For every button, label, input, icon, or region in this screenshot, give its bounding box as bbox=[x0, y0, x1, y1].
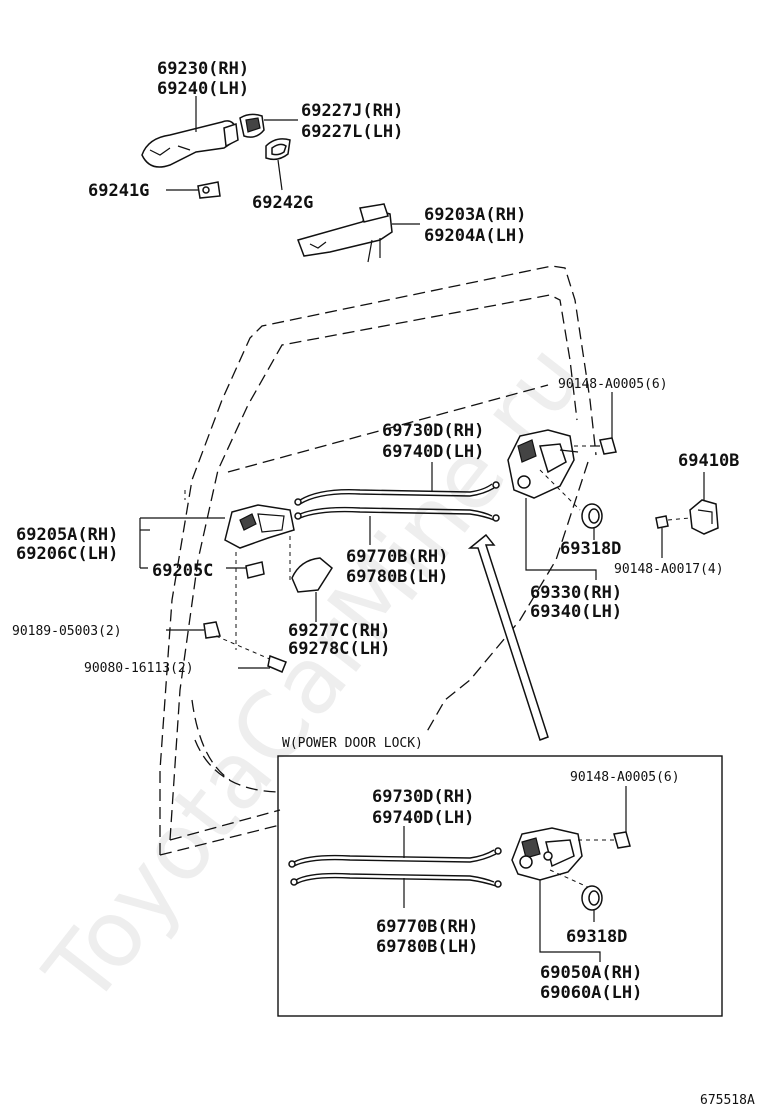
label-69205a-rh: 69205A(RH) bbox=[16, 525, 118, 545]
label-69227l-lh: 69227L(LH) bbox=[301, 122, 403, 142]
label-69410b: 69410B bbox=[678, 451, 739, 471]
outer-door-handle bbox=[141, 120, 239, 168]
label-69730d-rh: 69730D(RH) bbox=[382, 421, 484, 441]
inset-label-69770b-rh: 69770B(RH) bbox=[376, 917, 478, 937]
inset-label-69740d-lh: 69740D(LH) bbox=[372, 808, 474, 828]
bezel-69205c bbox=[245, 561, 265, 579]
label-69203a-rh: 69203A(RH) bbox=[424, 205, 526, 225]
cap-69318d bbox=[581, 503, 603, 529]
inset-label-69780b-lh: 69780B(LH) bbox=[376, 937, 478, 957]
label-90189-05003: 90189-05003(2) bbox=[12, 624, 122, 639]
label-69240-lh: 69240(LH) bbox=[157, 79, 249, 99]
direction-arrow bbox=[467, 533, 549, 741]
cable-outer bbox=[294, 506, 500, 522]
inset-label-69050a-rh: 69050A(RH) bbox=[540, 963, 642, 983]
label-69227j-rh: 69227J(RH) bbox=[301, 101, 403, 121]
label-screw-top: 90148-A0005(6) bbox=[558, 377, 668, 392]
handle-cover bbox=[239, 113, 265, 138]
inset-box bbox=[277, 755, 723, 1017]
label-69330-rh: 69330(RH) bbox=[530, 583, 622, 603]
bolt-90080 bbox=[215, 635, 287, 673]
inset-screw bbox=[613, 831, 631, 849]
screw-90148-a0017 bbox=[655, 515, 691, 529]
label-69205c: 69205C bbox=[152, 561, 213, 581]
inset-label-69318d: 69318D bbox=[566, 927, 627, 947]
label-69780b-lh: 69780B(LH) bbox=[346, 567, 448, 587]
screw-90148-a0005 bbox=[590, 437, 617, 455]
figure-id: 675518A bbox=[700, 1093, 755, 1108]
inner-door-handle bbox=[224, 504, 295, 549]
inset-label-screw: 90148-A0005(6) bbox=[570, 770, 680, 785]
door-lock-assembly bbox=[507, 429, 579, 499]
label-69740d-lh: 69740D(LH) bbox=[382, 442, 484, 462]
inset-label-69060a-lh: 69060A(LH) bbox=[540, 983, 642, 1003]
inset-door-lock bbox=[511, 827, 583, 881]
label-69242g: 69242G bbox=[252, 193, 313, 213]
label-69230-rh: 69230(RH) bbox=[157, 59, 249, 79]
inset-label-69730d-rh: 69730D(RH) bbox=[372, 787, 474, 807]
label-69318d: 69318D bbox=[560, 539, 621, 559]
cable-inner bbox=[294, 481, 500, 506]
handle-pad-69242g bbox=[265, 138, 291, 161]
inset-caption: W(POWER DOOR LOCK) bbox=[282, 736, 423, 751]
label-69277c-rh: 69277C(RH) bbox=[288, 621, 390, 641]
label-69770b-rh: 69770B(RH) bbox=[346, 547, 448, 567]
handle-frame bbox=[297, 203, 393, 263]
label-screw-striker: 90148-A0017(4) bbox=[614, 562, 724, 577]
inner-cover bbox=[291, 557, 333, 593]
inset-cap bbox=[581, 885, 603, 911]
door-outline bbox=[159, 265, 597, 856]
clip-90189 bbox=[203, 621, 221, 639]
label-69204a-lh: 69204A(LH) bbox=[424, 226, 526, 246]
label-69340-lh: 69340(LH) bbox=[530, 602, 622, 622]
label-90080-16113: 90080-16113(2) bbox=[84, 661, 194, 676]
handle-pad-69241g bbox=[197, 181, 221, 199]
inset-cable-outer bbox=[290, 872, 502, 888]
label-69206c-lh: 69206C(LH) bbox=[16, 544, 118, 564]
striker-69410b bbox=[689, 499, 719, 535]
inset-cable-inner bbox=[288, 847, 502, 868]
label-69241g: 69241G bbox=[88, 181, 149, 201]
label-69278c-lh: 69278C(LH) bbox=[288, 639, 390, 659]
